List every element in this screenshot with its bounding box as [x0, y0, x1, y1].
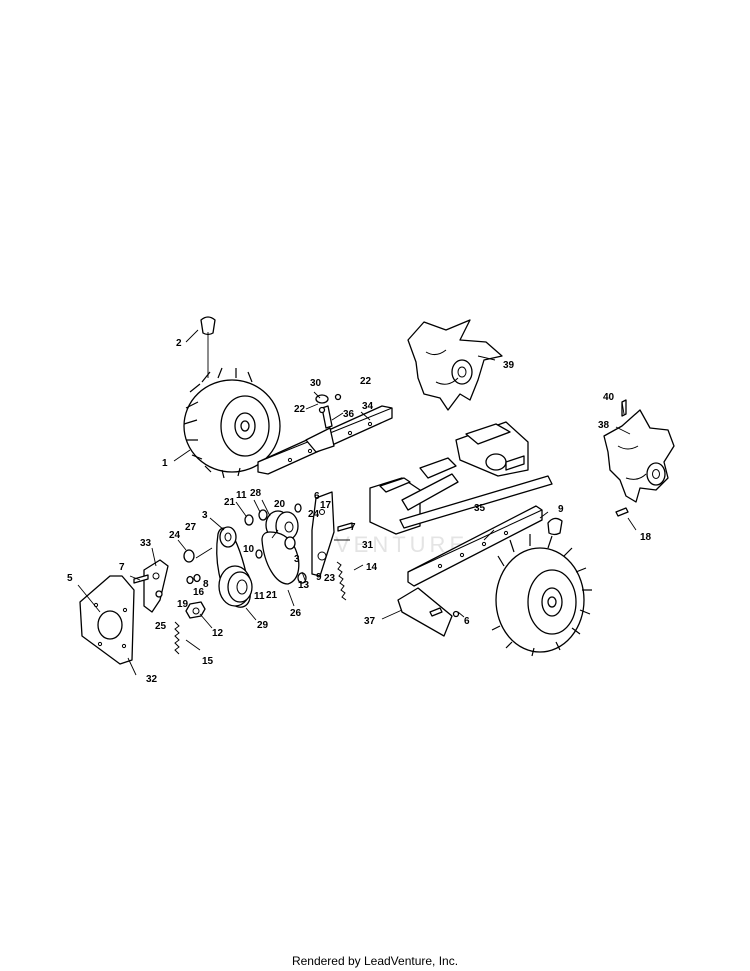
- tine-assembly-right[interactable]: [603, 399, 675, 517]
- callout-25: 25: [155, 621, 167, 632]
- engine-pulley[interactable]: [218, 565, 253, 607]
- idler-pulley[interactable]: [219, 526, 237, 548]
- callout-3b: 3: [294, 554, 300, 565]
- callout-31: 31: [362, 540, 374, 551]
- belt-guard[interactable]: [79, 575, 135, 665]
- callout-7b: 7: [350, 522, 356, 533]
- callout-24: 24: [169, 530, 181, 541]
- leader-lines: [77, 329, 637, 676]
- callout-21: 21: [224, 497, 236, 508]
- callout-40: 40: [603, 392, 615, 403]
- idler-bracket[interactable]: [143, 559, 169, 613]
- tine-shield[interactable]: [397, 587, 460, 637]
- tine-assembly-left[interactable]: [407, 319, 503, 411]
- callout-34: 34: [362, 401, 374, 412]
- callout-7: 7: [119, 562, 125, 573]
- callout-labels: 1 2 3 3 5 6 6 7 7 8 9 9 10 11 11 12 13 1…: [67, 338, 652, 685]
- callout-22: 22: [360, 376, 372, 387]
- hub-cap[interactable]: [200, 316, 216, 336]
- transmission-pulley[interactable]: [265, 510, 299, 541]
- callout-30: 30: [310, 378, 322, 389]
- callout-1: 1: [162, 458, 168, 469]
- callout-36: 36: [343, 409, 355, 420]
- right-wheel[interactable]: [491, 534, 592, 657]
- transmission-bracket[interactable]: [311, 491, 353, 577]
- callout-3: 3: [202, 510, 208, 521]
- extension-spring-front[interactable]: [174, 621, 180, 655]
- frame-bar-right[interactable]: [407, 505, 543, 587]
- callout-15: 15: [202, 656, 214, 667]
- callout-8: 8: [203, 579, 209, 590]
- callout-9b: 9: [558, 504, 564, 515]
- clutch-bracket[interactable]: [305, 393, 342, 453]
- callout-39: 39: [503, 360, 515, 371]
- callout-26: 26: [290, 608, 302, 619]
- callout-13: 13: [298, 580, 310, 591]
- callout-6b: 6: [314, 491, 320, 502]
- callout-14: 14: [366, 562, 378, 573]
- callout-9: 9: [316, 572, 322, 583]
- callout-10: 10: [243, 544, 255, 555]
- callout-23: 23: [324, 573, 336, 584]
- washer-stack[interactable]: [244, 503, 307, 584]
- callout-27: 27: [185, 522, 197, 533]
- callout-22b: 22: [294, 404, 306, 415]
- callout-21b: 21: [266, 590, 278, 601]
- watermark-text: VENTURE: [335, 532, 468, 557]
- callout-2: 2: [176, 338, 182, 349]
- callout-18: 18: [640, 532, 652, 543]
- callout-11b: 11: [254, 591, 265, 602]
- left-wheel[interactable]: [183, 367, 281, 479]
- callout-28: 28: [250, 488, 262, 499]
- footer-credit: Rendered by LeadVenture, Inc.: [291, 954, 459, 968]
- callout-20: 20: [274, 499, 286, 510]
- callout-37: 37: [364, 616, 376, 627]
- callout-16: 16: [193, 587, 205, 598]
- transmission-assembly[interactable]: [369, 421, 553, 535]
- callout-12: 12: [212, 628, 224, 639]
- callout-33: 33: [140, 538, 152, 549]
- callout-35: 35: [474, 503, 486, 514]
- extension-spring-rear[interactable]: [336, 561, 347, 601]
- callout-5: 5: [67, 573, 73, 584]
- callout-29: 29: [257, 620, 269, 631]
- right-hub-cap[interactable]: [547, 517, 563, 536]
- callout-24b: 24: [308, 509, 320, 520]
- callout-6: 6: [464, 616, 470, 627]
- callout-11: 11: [236, 490, 247, 501]
- callout-32: 32: [146, 674, 158, 685]
- callout-17: 17: [320, 500, 332, 511]
- callout-38: 38: [598, 420, 610, 431]
- callout-19: 19: [177, 599, 189, 610]
